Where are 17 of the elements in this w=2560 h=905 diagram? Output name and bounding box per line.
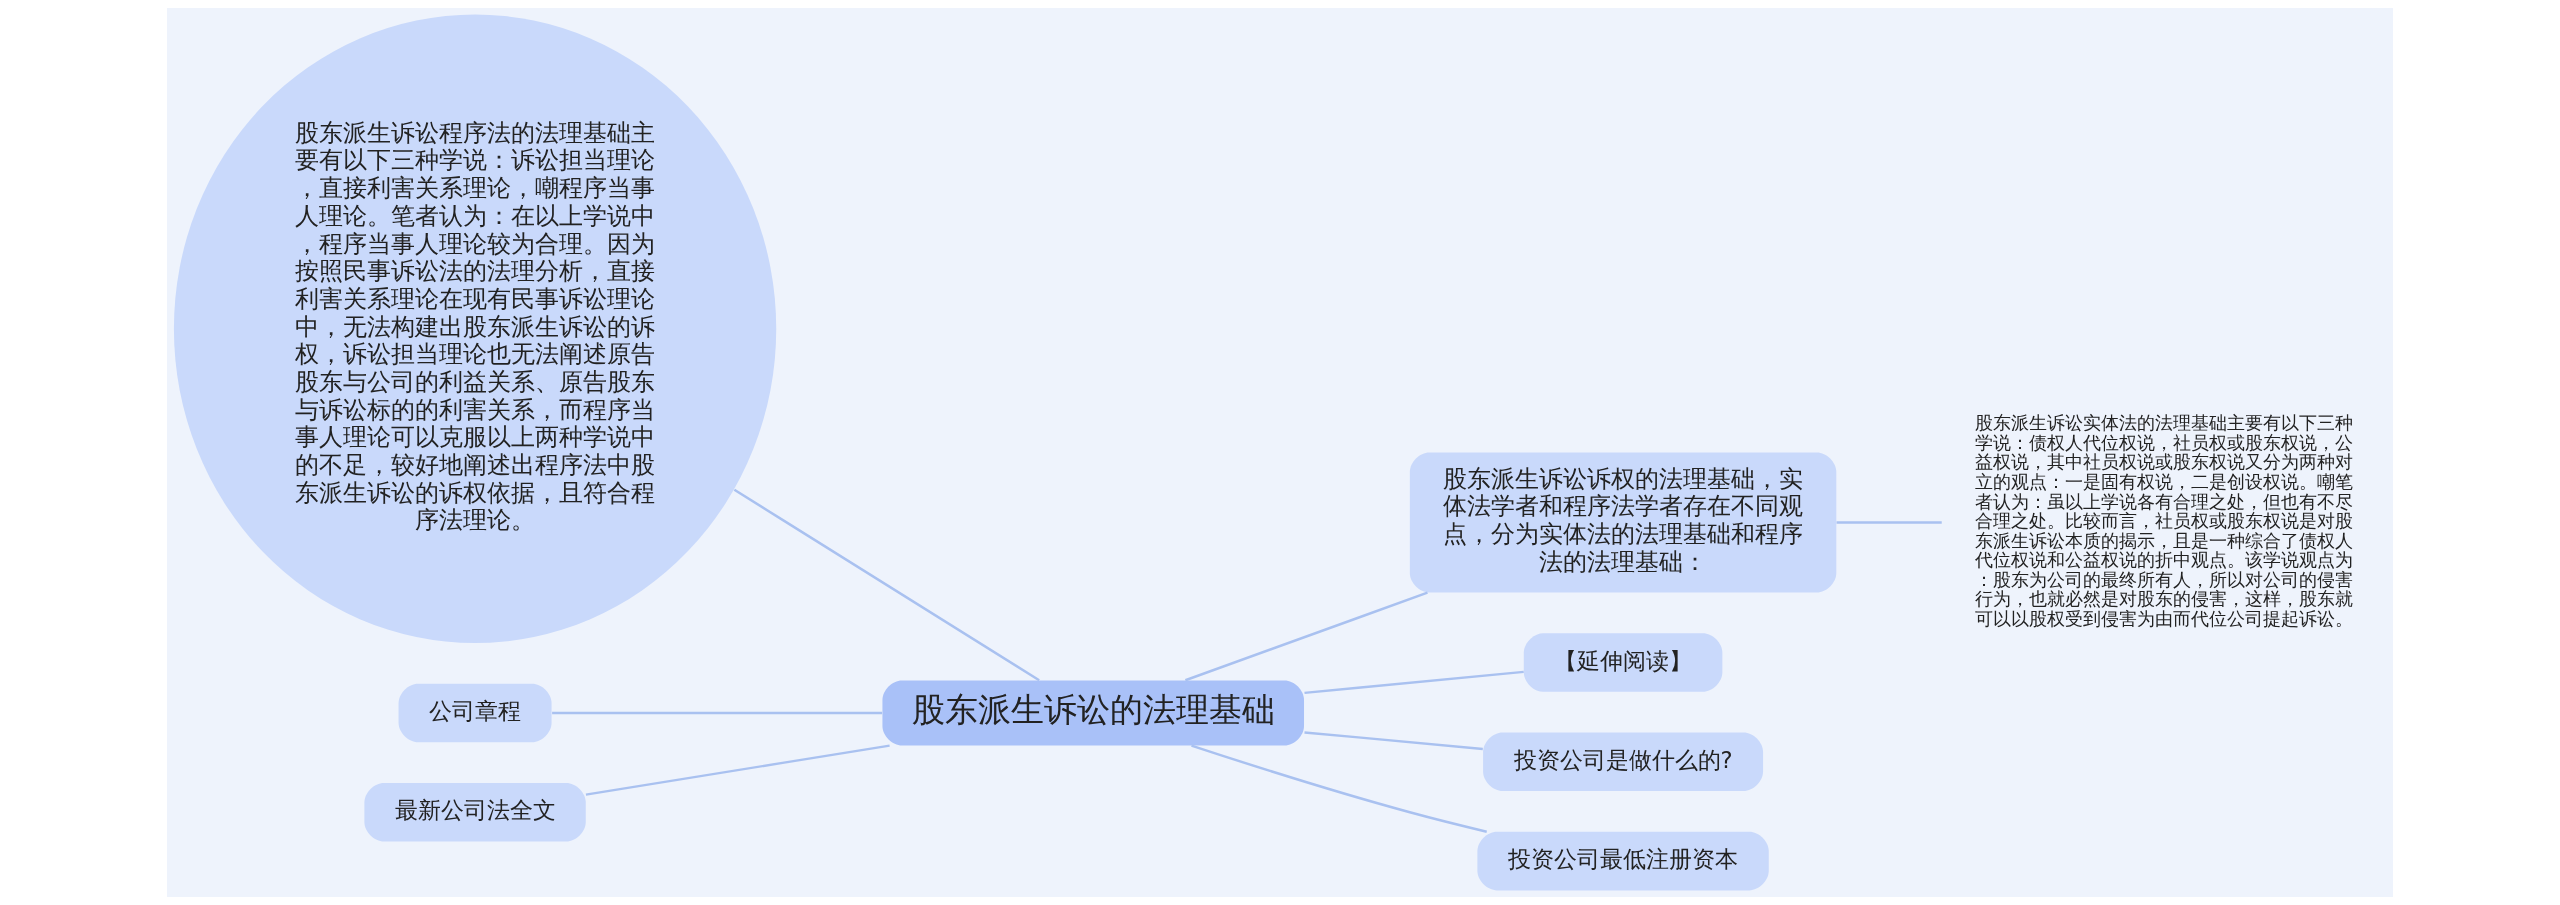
node-box: 投资公司最低注册资本 [1477, 831, 1769, 891]
node-circle: 股东派生诉讼程序法的法理基础主要有以下三种学说：诉讼担当理论，直接利害关系理论，嘲程序当事人理论。笔者认为：在以上学说中，程序当事人理论较为合理。因为按照民事诉讼法的法理分析，直接利害关系理论在现有民事诉讼理论中，无法构建出股东派生诉讼的诉权，诉讼担当理论也无法阐述原告股东与公司的利益关系、原告股东与诉讼标的的利害关系，而程序当事人理论可以克服以上两种学说中的不足，较好地阐述出程序法中股东派生诉讼的诉权依据，且符合程序法理论。 [173, 14, 777, 644]
connector [1184, 591, 1428, 682]
node-box: 【延伸阅读】 [1523, 633, 1723, 692]
node-box: 股东派生诉讼的法理基础 [882, 680, 1305, 746]
connector [1191, 744, 1487, 833]
connector [552, 711, 883, 715]
node-box: 最新公司法全文 [364, 782, 586, 842]
node-box: 投资公司是做什么的? [1483, 732, 1764, 792]
connector [1836, 521, 1942, 524]
node-text: 股东派生诉讼实体法的法理基础主要有以下三种学说：债权人代位权说，社员权或股东权说，公益权说，其中社员权说或股东权说又分为两种对立的观点：一是固有权说，二是创设权说。嘲笔者认为：虽以上学说各有合理之处，但也有不尽合理之处。比较而言，社员权或股东权说是对股东派生诉讼本质的揭示，且是一种综合了债权人代位权说和公益权说的折中观点。该学说观点为：股东为公司的最终所有人，所以对公司的侵害行为，也就必然是对股东的侵害，这样，股东就可以以股权受到侵害为由而代位公司提起诉讼。 [1975, 412, 2354, 629]
connector [585, 744, 890, 796]
node-box: 公司章程 [398, 683, 552, 743]
connector [1304, 731, 1483, 751]
node-box: 股东派生诉讼诉权的法理基础，实体法学者和程序法学者存在不同观点，分为实体法的法理基础和程序法的法理基础： [1409, 452, 1837, 593]
connector [1304, 670, 1524, 695]
connector [733, 488, 1040, 682]
